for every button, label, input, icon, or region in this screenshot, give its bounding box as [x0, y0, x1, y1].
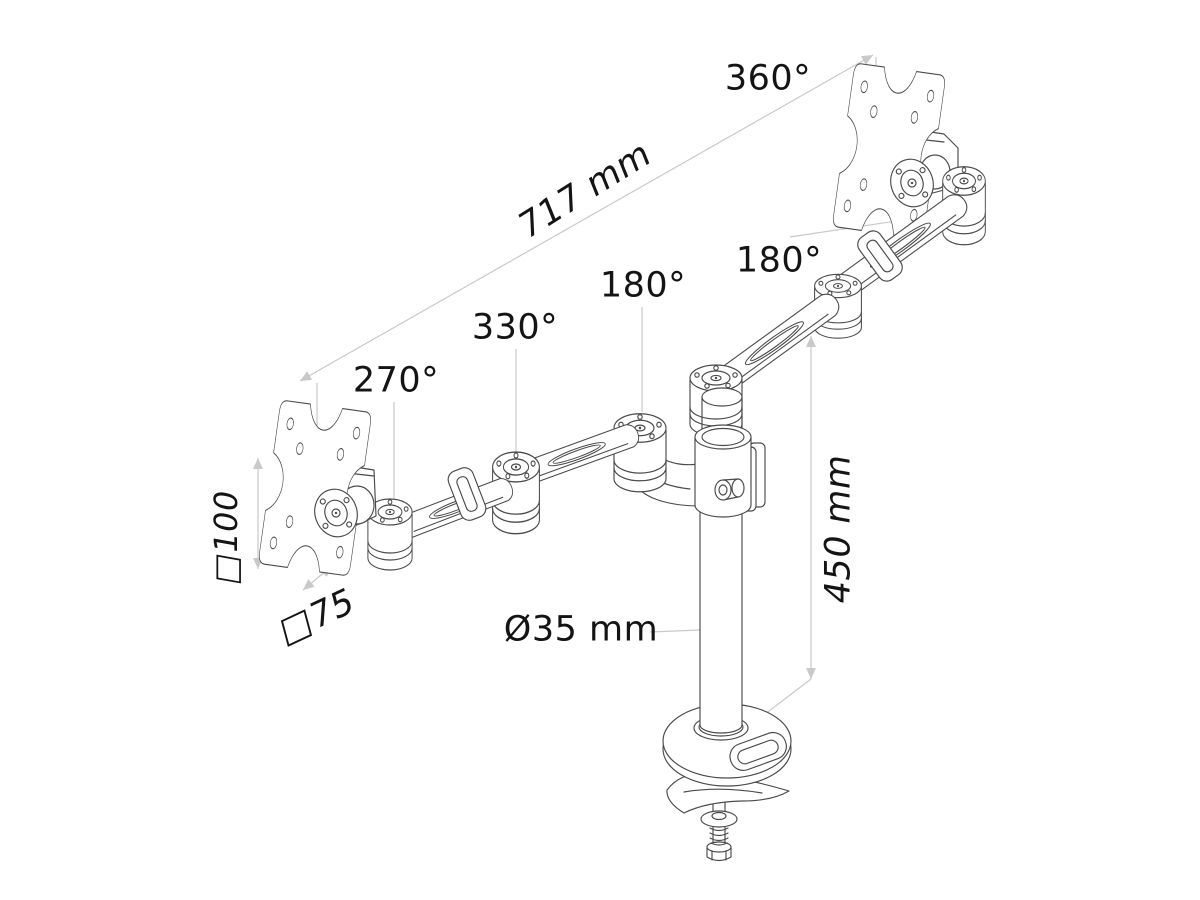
label-swivel-270: 270° [352, 360, 440, 401]
label-swivel-180-mid: 180° [599, 265, 687, 306]
label-swivel-330: 330° [471, 307, 559, 348]
label-swivel-360: 360° [724, 58, 812, 99]
label-vesa-100: □100 [207, 486, 245, 588]
mount-arm-artwork [257, 62, 986, 862]
label-swivel-180-right: 180° [735, 240, 823, 281]
dimension-lines [253, 54, 917, 725]
right-monitor-head [831, 62, 986, 246]
left-monitor-head [257, 399, 377, 577]
label-pole-diameter: Ø35 mm [503, 609, 659, 650]
upper-arm [689, 189, 973, 439]
label-pole-height: 450 mm [818, 450, 859, 608]
thumbscrew [714, 478, 745, 501]
lower-arm [367, 413, 667, 571]
